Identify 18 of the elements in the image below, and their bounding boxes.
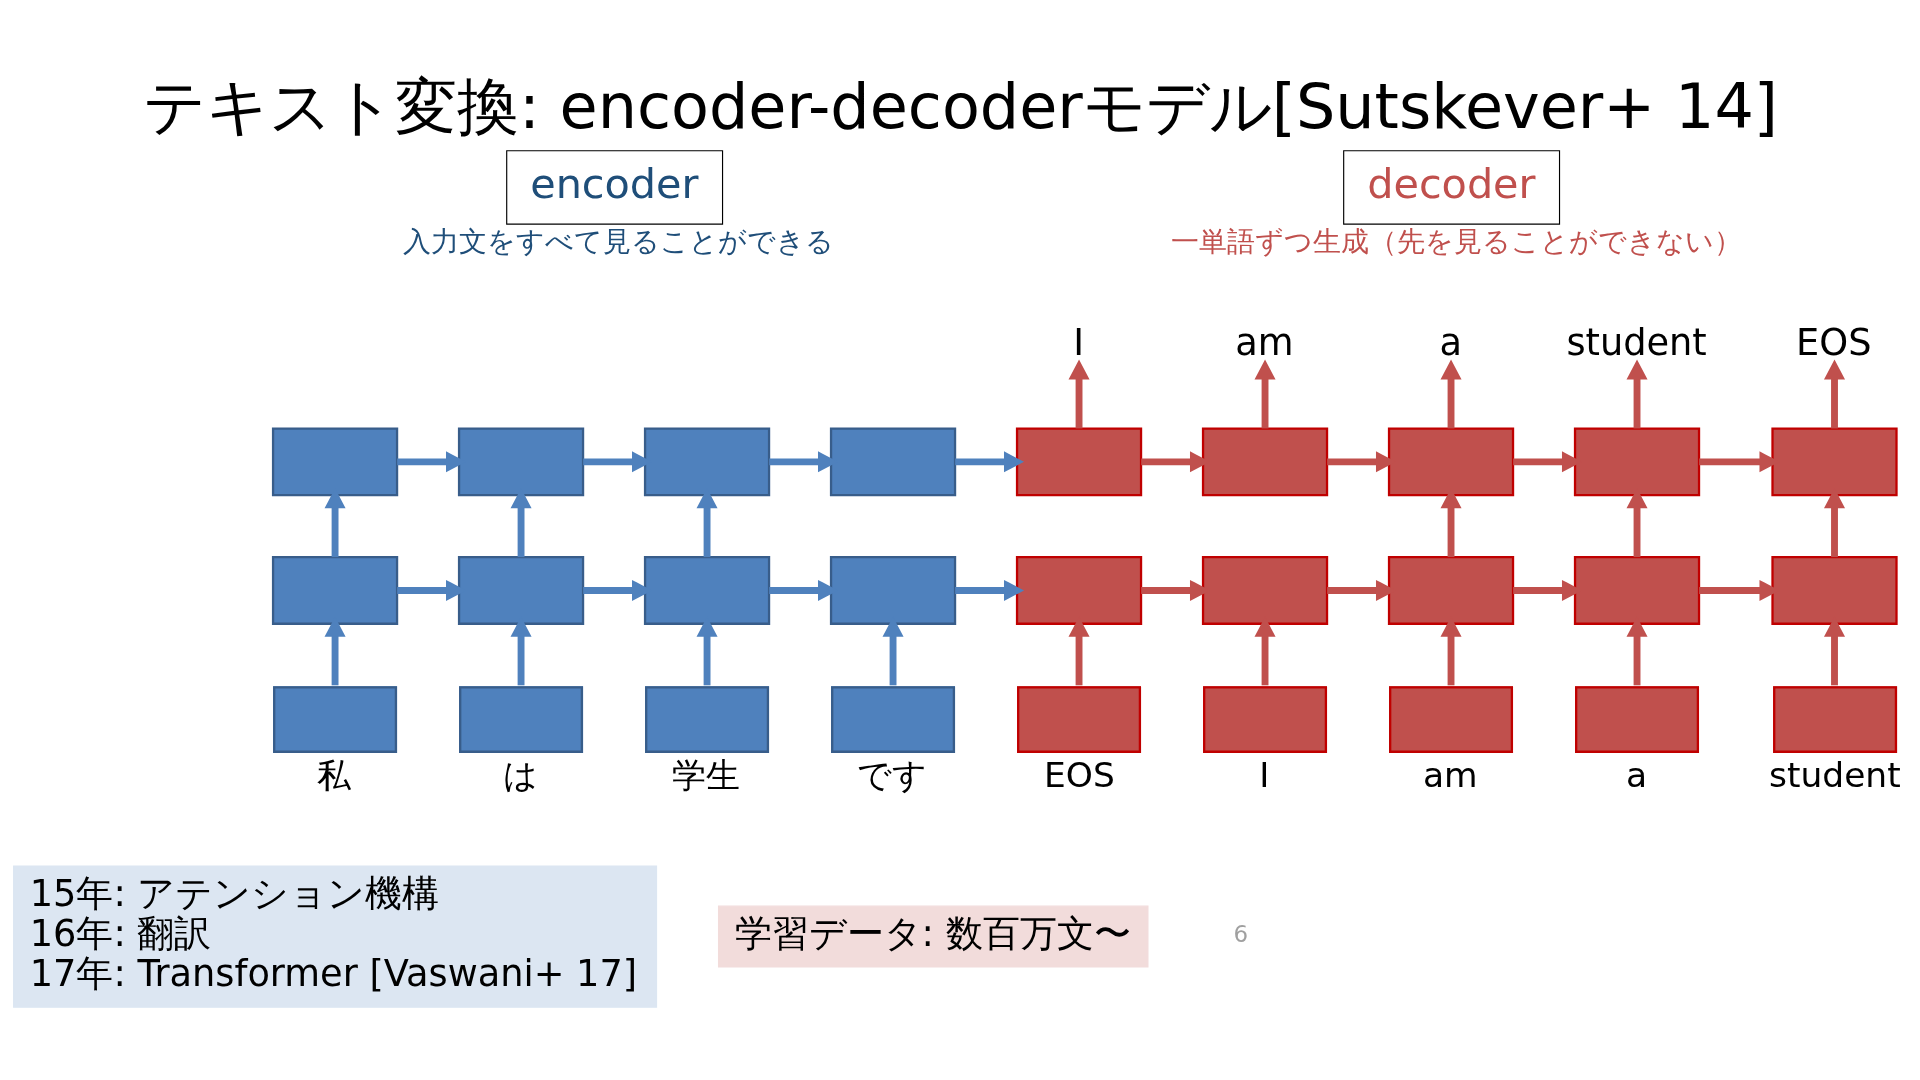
node-label: 一単語ずつ生成（先を見ることができない） [1170, 224, 1742, 257]
node-label: I [1258, 754, 1269, 795]
node-label: 入力文をすべて見ることができる [402, 224, 834, 257]
label: 6 [1233, 920, 1248, 947]
node-label: am [1422, 754, 1478, 795]
node-text: EOS [1795, 320, 1871, 364]
node-text: am [1234, 320, 1293, 364]
node-label: は [502, 754, 538, 795]
node-label: 学生 [671, 754, 740, 795]
node-label: student [1768, 754, 1901, 795]
node-label: EOS [1043, 754, 1115, 795]
node-label: 私 [316, 754, 351, 795]
node-text: a [1439, 320, 1462, 364]
node-text: student [1565, 320, 1707, 364]
node-label: a [1625, 754, 1647, 795]
node-text: I [1072, 320, 1084, 364]
diagram-title: テキスト変換: encoder-decoderモデル[Sutskever+ 14] [142, 69, 1778, 143]
node-label: です [856, 754, 927, 795]
